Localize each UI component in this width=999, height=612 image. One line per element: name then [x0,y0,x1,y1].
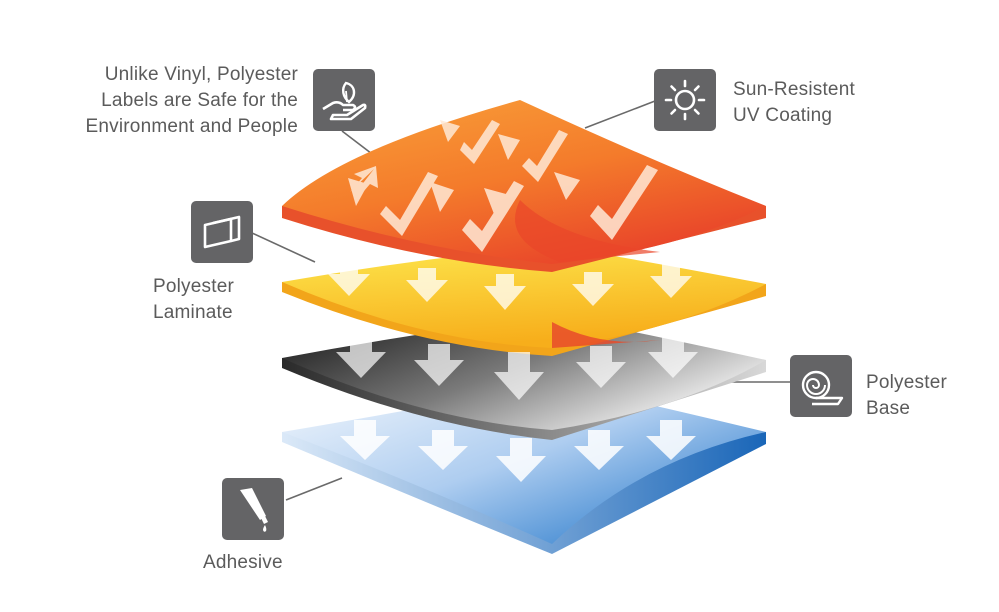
arrow-down-icon [484,274,526,310]
environment-label-line2: Labels are Safe for the [101,90,298,111]
arrow-down-icon [648,336,698,378]
glue-tube-icon [222,478,284,540]
base-label-line2: Base [866,398,911,419]
arrow-down-icon [336,336,386,378]
environment-label-line3: Environment and People [85,116,298,137]
laminate-label-line2: Laminate [153,302,233,323]
arrow-down-icon [418,430,468,470]
arrow-down-icon [574,430,624,470]
base-label: Polyester Base [866,370,986,422]
arrow-down-icon [576,346,626,388]
deflect-arrows [348,120,658,252]
arrow-down-icon [414,344,464,386]
down-arrows [328,262,698,482]
base-label-line1: Polyester [866,372,948,393]
uv-coating-label-line2: UV Coating [733,105,833,126]
laminate-label-line1: Polyester [153,276,235,297]
deflect-arrow-icon [440,120,460,142]
uv-coating-label-line1: Sun-Resistent [733,79,855,100]
environment-label: Unlike Vinyl, Polyester Labels are Safe … [18,62,298,140]
check-arrow-icon [522,130,568,182]
leader-line-adhesive [285,477,343,501]
sun-icon [654,69,716,131]
arrow-down-icon [328,262,370,296]
adhesive-label-line1: Adhesive [203,552,283,573]
leader-line-laminate [251,232,316,263]
check-arrow-icon [380,172,438,236]
environment-label-line1: Unlike Vinyl, Polyester [104,64,298,85]
arrow-down-icon [340,420,390,460]
adhesive-label: Adhesive [203,550,343,576]
deflect-arrow-icon [498,134,520,160]
arrow-down-icon [496,438,546,482]
arrow-down-icon [646,420,696,460]
check-arrow-icon [460,120,500,164]
laminate-sheets-icon [191,201,253,263]
deflect-arrow-icon [348,178,368,206]
check-arrow-icon [462,181,524,252]
deflect-arrow-icon [484,188,506,214]
arrow-down-icon [494,352,544,400]
hand-leaf-icon [313,69,375,131]
leader-line-uv [584,100,656,129]
uv-coating-label: Sun-Resistent UV Coating [733,77,933,129]
arrow-down-icon [650,264,692,298]
laminate-layer [282,246,766,356]
check-arrow-icon [590,165,658,240]
laminate-label: Polyester Laminate [153,274,293,326]
deflect-arrow-icon [430,182,454,212]
arrow-down-icon [572,272,614,306]
roll-icon [790,355,852,417]
deflect-arrow-icon [350,166,378,198]
deflect-arrow-icon [554,172,580,200]
arrow-down-icon [406,268,448,302]
